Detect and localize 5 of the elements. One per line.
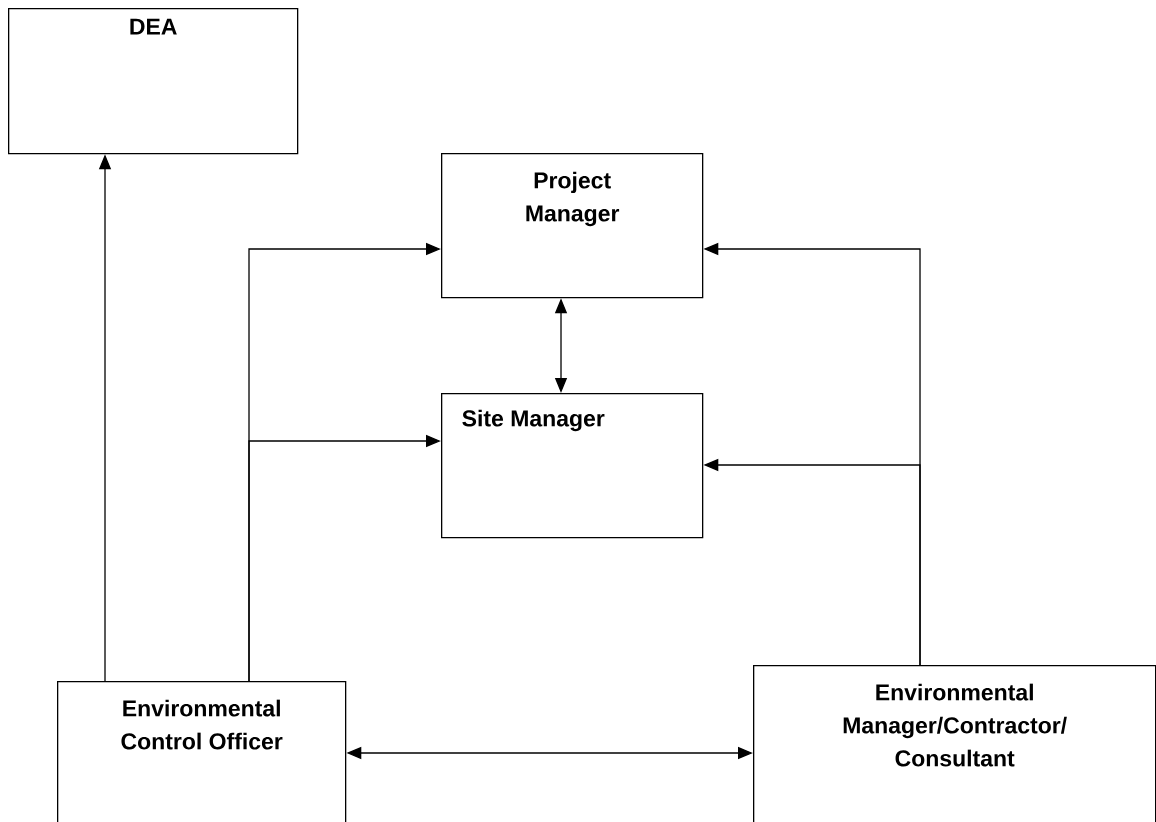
org-box: Environmental Control Officer <box>57 681 347 822</box>
org-box: DEA <box>8 8 299 155</box>
org-box: Project Manager <box>441 153 704 299</box>
org-box: Site Manager <box>441 393 704 539</box>
org-box: Environmental Manager/Contractor/ Consultant <box>753 665 1156 822</box>
